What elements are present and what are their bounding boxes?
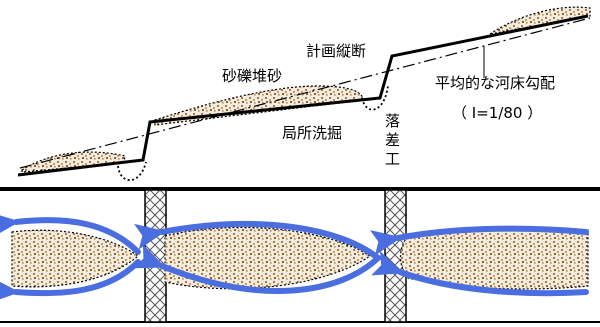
sediment-bar-middle [164, 226, 372, 290]
label-drop-structure-3: 工 [385, 150, 400, 168]
flow-arrow-right-upper [370, 225, 589, 256]
flow-arrow-right-lower [371, 250, 589, 297]
average-gradient-line [19, 17, 591, 169]
flow-arrow-middle-lower [133, 244, 381, 294]
label-drop-structure-2: 差 [385, 131, 400, 149]
flow-arrow-left-upper [0, 211, 141, 255]
label-planned-profile: 計画縦断 [306, 42, 366, 60]
label-gradient-value: （ I=1/80 ） [452, 104, 542, 122]
label-drop-structure-1: 落 [385, 112, 400, 130]
label-gravel-deposit: 砂礫堆砂 [222, 67, 282, 85]
longitudinal-profile: 計画縦断 砂礫堆砂 局所洗掘 平均的な河床勾配 （ I=1/80 ） 落 差 工 [17, 6, 591, 182]
sediment-deposit-upper [489, 6, 591, 35]
planned-profile-line [17, 14, 589, 177]
scour-dip-1 [117, 161, 147, 182]
sediment-deposit-lower [21, 151, 126, 173]
scour-dip-2 [361, 85, 389, 111]
drop-structure-left [144, 189, 167, 323]
flow-arrows [0, 211, 589, 304]
label-local-scour: 局所洗掘 [282, 124, 342, 142]
sediment-bar-left [11, 229, 139, 288]
label-average-gradient: 平均的な河床勾配 [435, 74, 555, 92]
flow-arrow-middle-upper [134, 221, 381, 261]
sediment-bar-right [399, 226, 589, 290]
flow-arrow-left-lower [0, 259, 141, 304]
plan-view [0, 187, 600, 323]
